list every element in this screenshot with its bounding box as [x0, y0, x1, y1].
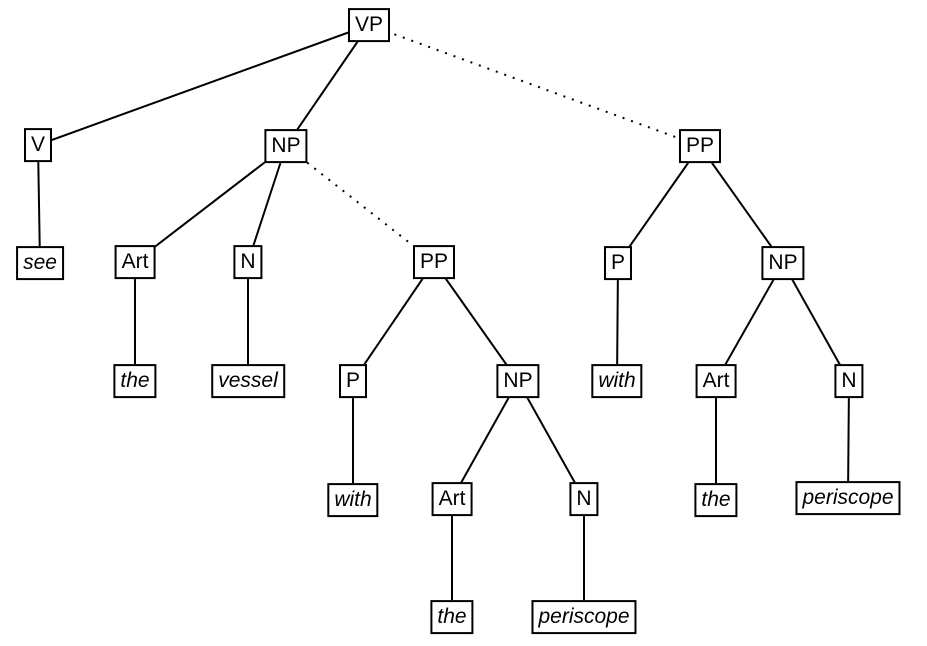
tree-node-p1: P [338, 364, 368, 398]
tree-node-art3: Art [695, 364, 737, 398]
edge-pp2-p2 [617, 145, 701, 264]
tree-node-periscope1: periscope [531, 600, 637, 634]
tree-node-pp1: PP [412, 245, 456, 279]
tree-node-periscope2: periscope [795, 481, 901, 515]
tree-node-np3: NP [761, 246, 805, 280]
edge-np1-art1 [134, 145, 287, 263]
tree-node-p2: P [603, 246, 633, 280]
tree-node-with2: with [591, 364, 643, 398]
tree-node-v: V [23, 128, 53, 162]
edge-np1-n1 [247, 145, 287, 263]
tree-node-see: see [16, 246, 64, 280]
edge-vp-v [37, 24, 370, 146]
tree-node-with1: with [327, 483, 379, 517]
tree-node-np1: NP [264, 129, 308, 163]
edge-v-see [37, 144, 41, 264]
edge-vp-pp2-dotted [368, 24, 701, 147]
tree-node-n3: N [834, 364, 864, 398]
tree-node-pp2: PP [678, 129, 722, 163]
tree-node-art2: Art [431, 482, 473, 516]
tree-node-the1: the [113, 364, 157, 398]
edge-n3-periscope2 [847, 380, 850, 499]
edge-np2-art2 [451, 380, 519, 500]
tree-node-vessel: vessel [211, 364, 285, 398]
edge-np2-n2 [517, 380, 585, 500]
edge-np3-art3 [715, 262, 784, 382]
edge-vp-np1 [285, 24, 370, 147]
edge-pp1-np2 [433, 261, 519, 382]
tree-node-n1: N [233, 245, 263, 279]
edge-np1-pp1-dotted [285, 145, 435, 263]
tree-node-the3: the [694, 483, 738, 517]
tree-node-np2: NP [496, 364, 540, 398]
edge-pp2-np3 [699, 145, 784, 264]
tree-node-vp: VP [347, 8, 391, 42]
edge-pp1-p1 [352, 261, 435, 382]
edge-np3-n3 [782, 262, 850, 382]
edge-p2-with2 [616, 262, 619, 382]
tree-node-n2: N [569, 482, 599, 516]
tree-node-art1: Art [114, 245, 156, 279]
tree-node-the2: the [430, 600, 474, 634]
